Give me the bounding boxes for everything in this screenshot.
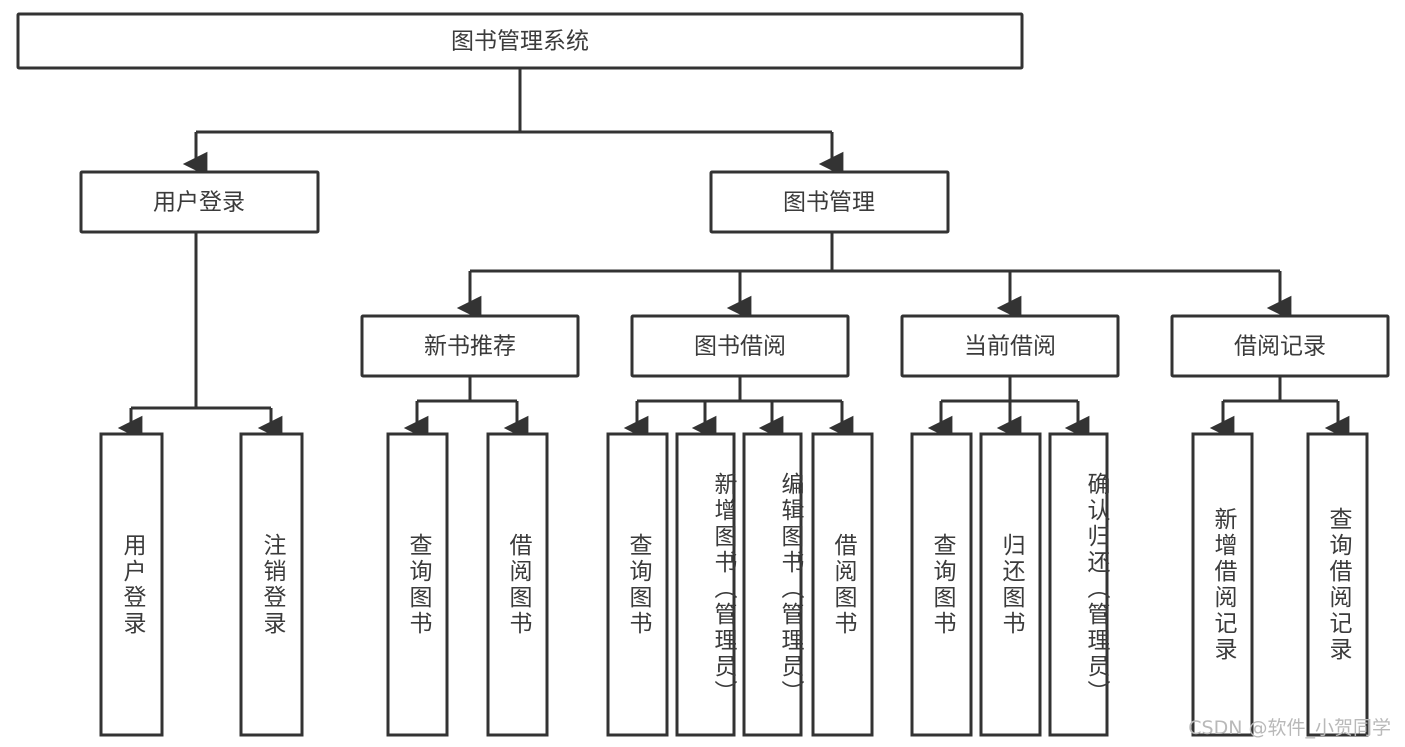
connector-book-borrow-children — [623, 375, 854, 441]
node-new-book-recommend-label: 新书推荐 — [424, 334, 516, 360]
leaf-box-return-book[interactable] — [979, 432, 1042, 737]
csdn-watermark: CSDN @软件_小贺同学 — [1188, 717, 1391, 739]
node-book-borrow[interactable]: 图书借阅 — [630, 314, 850, 378]
node-borrow-record[interactable]: 借阅记录 — [1170, 314, 1390, 378]
node-new-book-recommend[interactable]: 新书推荐 — [360, 314, 580, 378]
leaf-box-confirm-return[interactable] — [1048, 432, 1109, 737]
connector-current-borrow-children — [927, 375, 1090, 441]
leaf-boxes — [99, 432, 1369, 737]
connector-book-management-children — [456, 232, 1292, 321]
node-root-system[interactable]: 图书管理系统 — [16, 12, 1024, 70]
leaf-box-user-login[interactable] — [99, 432, 164, 737]
leaf-box-logout-login[interactable] — [239, 432, 304, 737]
leaf-box-add-record[interactable] — [1191, 432, 1254, 737]
leaf-box-query-book-2[interactable] — [606, 432, 669, 737]
connector-root-trunk — [182, 68, 844, 177]
node-root-system-label: 图书管理系统 — [451, 29, 589, 55]
leaf-box-borrow-book-2[interactable] — [811, 432, 874, 737]
node-current-borrow-label: 当前借阅 — [964, 334, 1056, 360]
node-book-management[interactable]: 图书管理 — [709, 170, 950, 234]
leaf-box-add-book[interactable] — [675, 432, 736, 737]
leaf-box-query-book-1[interactable] — [386, 432, 449, 737]
leaf-box-query-book-3[interactable] — [910, 432, 973, 737]
connector-new-book-recommend-children — [403, 375, 529, 441]
leaf-box-borrow-book-1[interactable] — [486, 432, 549, 737]
node-user-login[interactable]: 用户登录 — [79, 170, 320, 234]
connector-borrow-record-children — [1209, 375, 1350, 441]
node-book-management-label: 图书管理 — [783, 190, 875, 216]
leaf-box-query-record[interactable] — [1306, 432, 1369, 737]
node-borrow-record-label: 借阅记录 — [1234, 334, 1326, 360]
leaf-box-edit-book[interactable] — [742, 432, 803, 737]
connector-user-login-children — [117, 232, 283, 441]
node-user-login-label: 用户登录 — [153, 190, 245, 216]
node-current-borrow[interactable]: 当前借阅 — [900, 314, 1120, 378]
node-book-borrow-label: 图书借阅 — [694, 334, 786, 360]
